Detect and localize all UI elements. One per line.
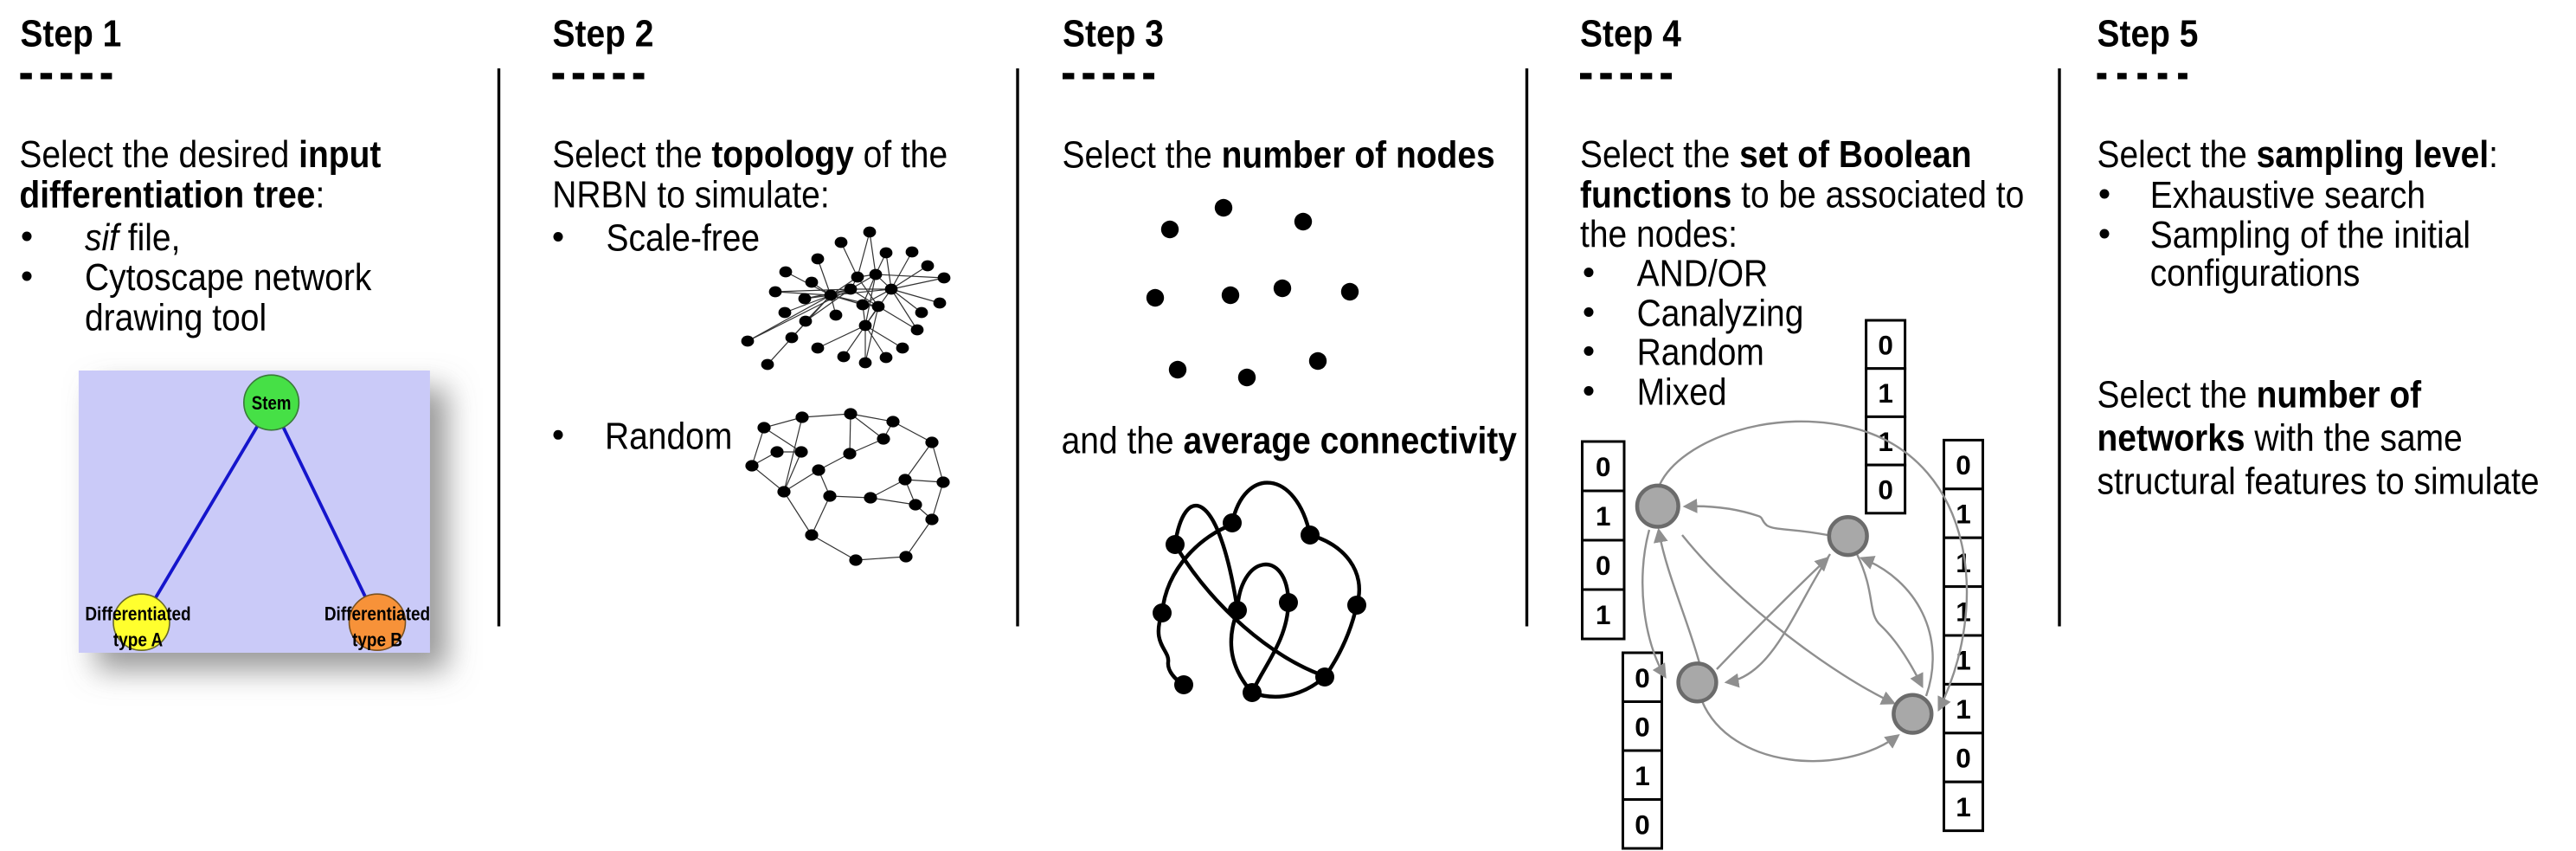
svg-text:1: 1 xyxy=(1596,500,1611,532)
svg-text:drawing tool: drawing tool xyxy=(85,296,267,338)
svg-text:structural features to simulat: structural features to simulate xyxy=(2097,461,2540,502)
svg-text:Step 2: Step 2 xyxy=(553,13,654,55)
svg-text:differentiation tree:: differentiation tree: xyxy=(19,173,324,215)
svg-text:Random: Random xyxy=(605,415,732,456)
svg-text:sif file,: sif file, xyxy=(85,216,180,258)
svg-text:Select the number of nodes: Select the number of nodes xyxy=(1063,133,1495,175)
svg-text:0: 0 xyxy=(1878,474,1893,505)
svg-text:1: 1 xyxy=(1956,499,1971,530)
svg-text:Differentiated: Differentiated xyxy=(85,603,190,625)
svg-text:1: 1 xyxy=(1878,377,1893,409)
svg-text:0: 0 xyxy=(1635,711,1650,742)
svg-text:1: 1 xyxy=(1878,426,1893,457)
svg-text:Random: Random xyxy=(1637,332,1764,373)
svg-text:Step 1: Step 1 xyxy=(20,13,121,55)
svg-text:functions to be associated to: functions to be associated to xyxy=(1580,173,2024,215)
svg-text:0: 0 xyxy=(1878,329,1893,360)
svg-text:1: 1 xyxy=(1956,596,1971,627)
svg-text:Step 3: Step 3 xyxy=(1063,13,1164,55)
svg-text:0: 0 xyxy=(1596,451,1611,482)
svg-text:Mixed: Mixed xyxy=(1637,371,1727,413)
svg-text:and the average connectivity: and the average connectivity xyxy=(1062,420,1517,461)
svg-text:0: 0 xyxy=(1956,449,1971,480)
svg-text:the nodes:: the nodes: xyxy=(1580,213,1738,255)
svg-text:configurations: configurations xyxy=(2150,252,2361,293)
svg-text:1: 1 xyxy=(1596,599,1611,630)
svg-text:Select the desired input: Select the desired input xyxy=(19,133,381,175)
svg-text:0: 0 xyxy=(1956,743,1971,774)
svg-text:Cytoscape network: Cytoscape network xyxy=(85,256,372,298)
svg-text:1: 1 xyxy=(1635,760,1650,791)
svg-text:NRBN to simulate:: NRBN to simulate: xyxy=(552,173,829,215)
svg-text:Differentiated: Differentiated xyxy=(324,603,430,625)
svg-text:0: 0 xyxy=(1635,809,1650,840)
svg-text:0: 0 xyxy=(1596,550,1611,581)
svg-text:Exhaustive search: Exhaustive search xyxy=(2150,174,2425,216)
svg-text:Step 5: Step 5 xyxy=(2097,13,2199,55)
svg-text:Select the set of Boolean: Select the set of Boolean xyxy=(1580,133,1972,175)
svg-text:networks with the same: networks with the same xyxy=(2097,417,2463,459)
svg-text:Select the sampling level:: Select the sampling level: xyxy=(2097,133,2499,175)
svg-text:1: 1 xyxy=(1956,693,1971,725)
svg-text:1: 1 xyxy=(1956,791,1971,822)
svg-text:1: 1 xyxy=(1956,547,1971,578)
svg-text:Step 4: Step 4 xyxy=(1580,13,1681,55)
svg-text:0: 0 xyxy=(1635,662,1650,693)
svg-text:Sampling of the initial: Sampling of the initial xyxy=(2150,214,2470,255)
svg-text:type A: type A xyxy=(113,629,163,651)
svg-text:Scale-free: Scale-free xyxy=(607,217,761,259)
svg-text:Select the number of: Select the number of xyxy=(2097,373,2422,415)
svg-text:Canalyzing: Canalyzing xyxy=(1637,293,1804,334)
svg-text:type B: type B xyxy=(352,629,402,651)
svg-text:Stem: Stem xyxy=(252,393,292,415)
svg-text:AND/OR: AND/OR xyxy=(1637,253,1769,294)
svg-text:Select the topology of the: Select the topology of the xyxy=(552,133,948,175)
